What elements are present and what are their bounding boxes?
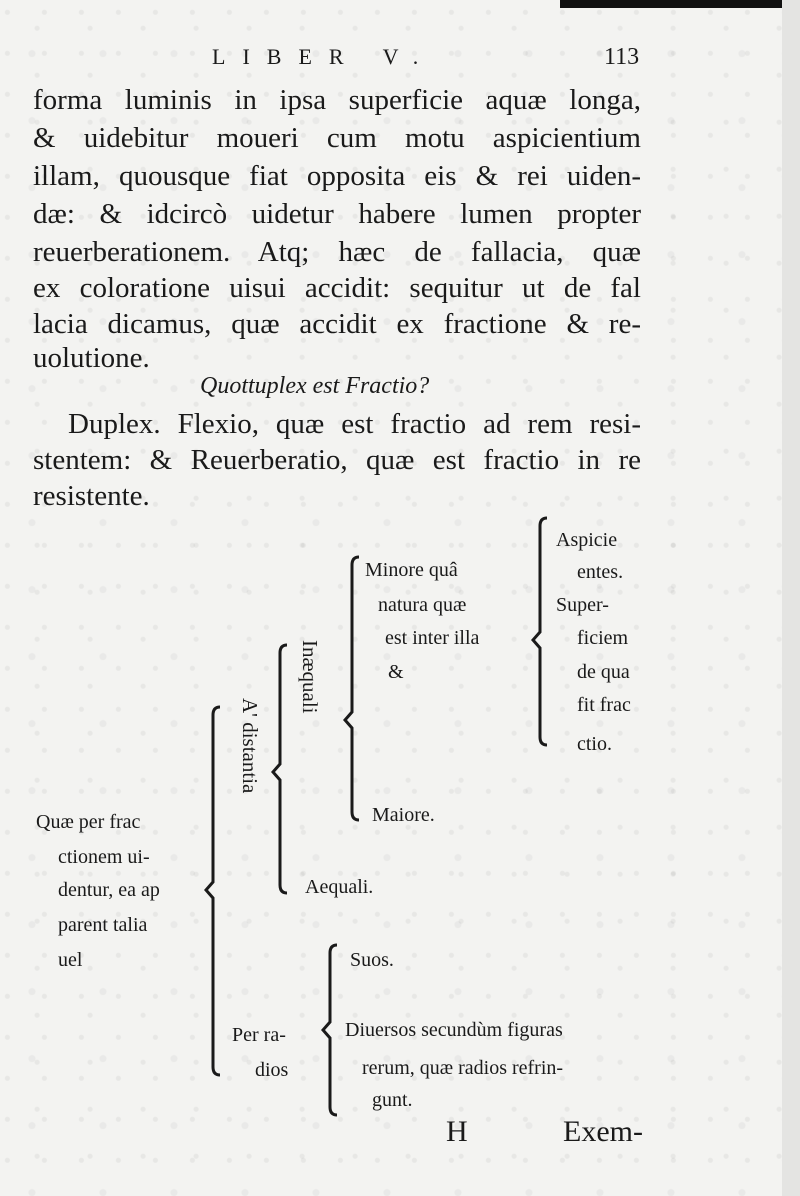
root-label: ctionem ui-	[58, 846, 150, 868]
root-label: parent talia	[58, 914, 148, 936]
per-radios-label: dios	[255, 1059, 289, 1081]
distantia-label: A' distantia	[238, 698, 262, 794]
minore-label: natura quæ	[378, 594, 467, 616]
text-line: uolutione.	[33, 342, 150, 374]
diuersos-label: Diuersos secundùm figuras	[345, 1019, 563, 1041]
text-line: stentem: & Reuerberatio, quæ est fractio…	[33, 444, 641, 476]
distantia-brace	[271, 643, 288, 895]
suos-label: Suos.	[350, 949, 394, 971]
root-brace	[204, 705, 221, 1077]
maiore-label: Maiore.	[372, 804, 435, 826]
minore-label: &	[388, 661, 404, 683]
text-line: ex coloratione uisui accidit: sequitur u…	[33, 272, 641, 304]
aspicientes-label: ctio.	[577, 733, 612, 755]
text-line: Duplex. Flexio, quæ est fractio ad rem r…	[68, 408, 641, 440]
aspicientes-label: Aspicie	[556, 529, 618, 551]
scan-edge-top	[560, 0, 785, 8]
running-head: LIBER V.	[212, 44, 436, 69]
text-line: resistente.	[33, 480, 150, 512]
root-label: dentur, ea ap	[58, 879, 160, 901]
aspicientes-label: de qua	[577, 661, 630, 683]
aspicientes-label: entes.	[577, 561, 624, 583]
page-number: 113	[604, 44, 640, 70]
root-label: Quæ per frac	[36, 811, 141, 833]
text-line: lacia dicamus, quæ accidit ex fractione …	[33, 308, 641, 340]
signature-mark: H	[446, 1115, 468, 1148]
section-question: Quottuplex est Fractio?	[200, 373, 430, 399]
diuersos-label: gunt.	[372, 1089, 413, 1111]
inaequali-brace	[343, 555, 360, 822]
aspicientes-label: ficiem	[577, 627, 629, 649]
diuersos-label: rerum, quæ radios refrin-	[362, 1057, 564, 1079]
aspicientes-label: Super-	[556, 594, 609, 616]
aspicientes-brace	[531, 516, 548, 747]
scan-edge-right	[782, 0, 800, 1196]
inaequali-label: Inæquali	[298, 640, 322, 714]
text-line: forma luminis in ipsa superficie aquæ lo…	[33, 84, 641, 116]
text-line: & uidebitur moueri cum motu aspicientium	[33, 122, 641, 154]
minore-label: est inter illa	[385, 627, 480, 649]
root-label: uel	[58, 949, 83, 971]
text-line: illam, quousque fiat opposita eis & rei …	[33, 160, 641, 192]
text-line: reuerberationem. Atq; hæc de fallacia, q…	[33, 236, 641, 268]
aequali-label: Aequali.	[305, 876, 374, 898]
catchword: Exem-	[563, 1115, 643, 1148]
aspicientes-label: fit frac	[577, 694, 631, 716]
text-line: dæ: & idcircò uidetur habere lumen propt…	[33, 198, 641, 230]
per-radios-label: Per ra-	[232, 1024, 286, 1046]
per-radios-brace	[321, 943, 338, 1117]
minore-label: Minore quâ	[365, 559, 458, 581]
